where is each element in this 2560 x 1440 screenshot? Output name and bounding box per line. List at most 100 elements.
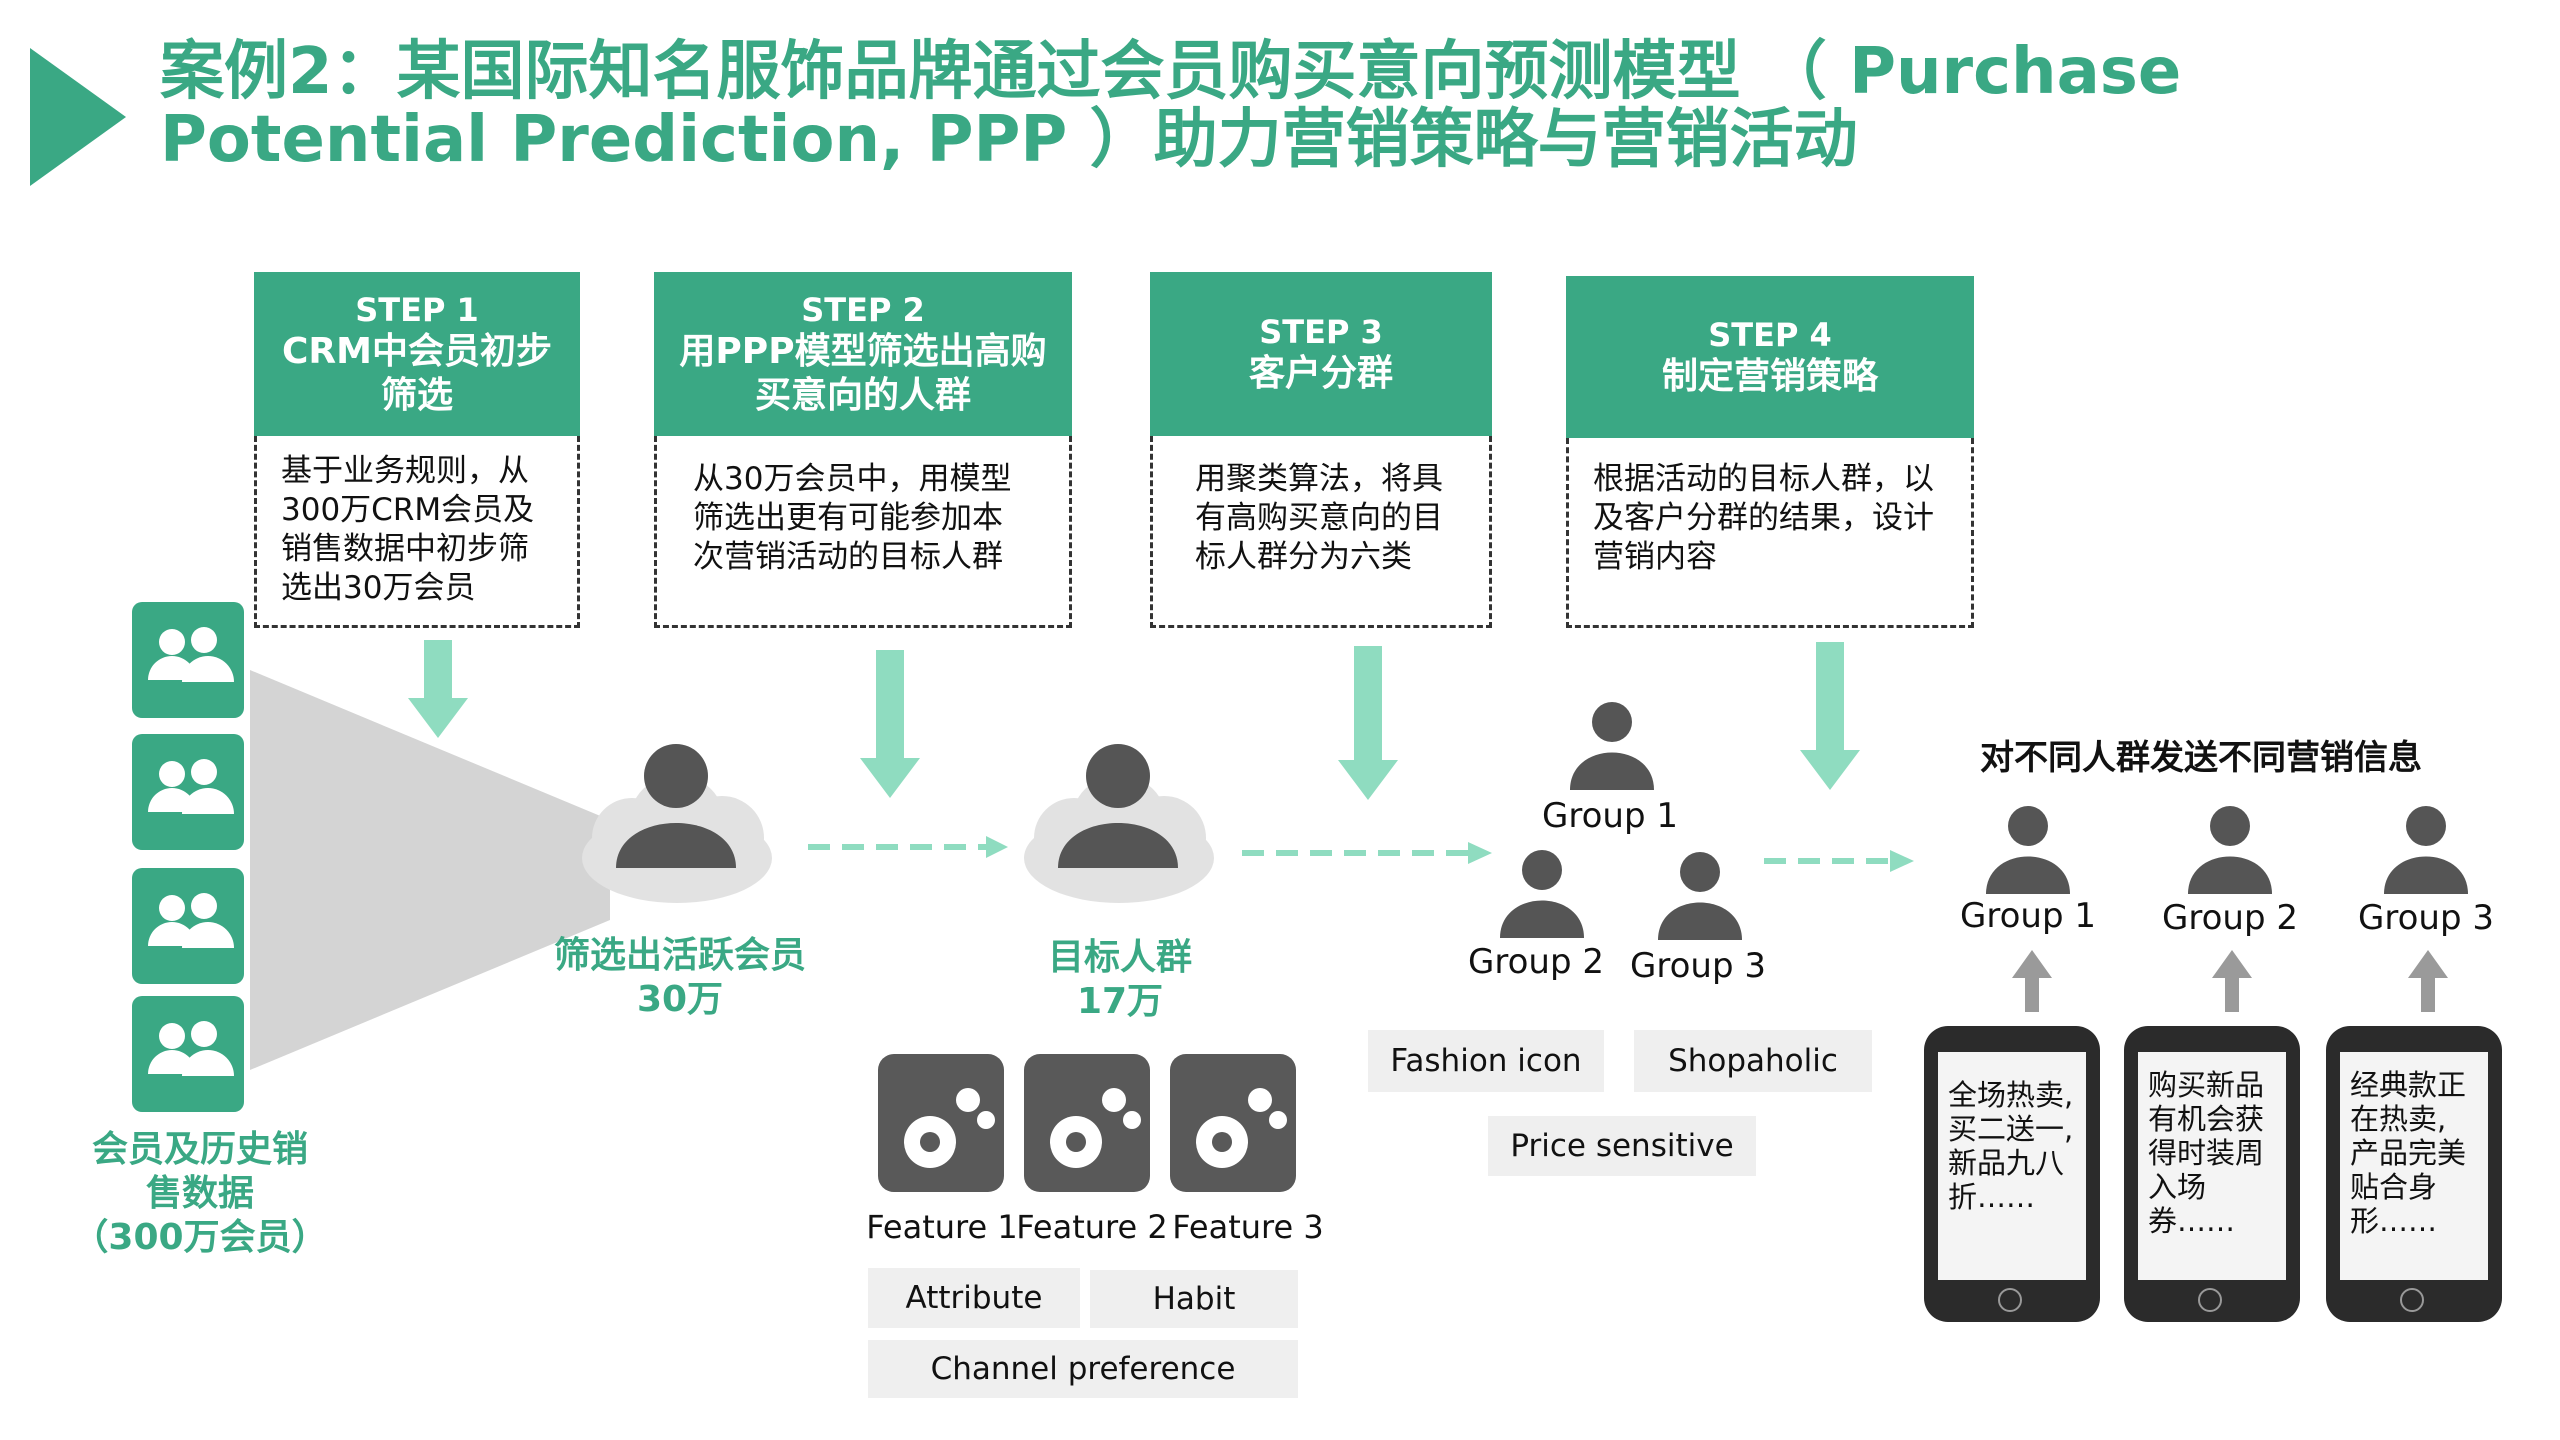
feature-gear-icon (878, 1054, 1004, 1192)
group-label: Group 1 (1542, 796, 1678, 836)
dashed-arrow-right-icon (1242, 842, 1492, 864)
arrow-down-icon (1338, 646, 1398, 800)
group-label: Group 3 (1630, 946, 1766, 986)
phone-message-text: 购买新品 有机会获 得时装周 入场 券…… (2148, 1068, 2278, 1238)
send-group-label: Group 1 (1960, 896, 2096, 936)
arrow-down-icon (1800, 642, 1860, 790)
page-title: 案例2：某国际知名服饰品牌通过会员购买意向预测模型 （ Purchase Pot… (160, 38, 2460, 174)
step-3-desc-line: 有高购买意向的目 (1195, 500, 1443, 536)
message-line: 形…… (2350, 1204, 2438, 1238)
group-person-icon (1500, 850, 1584, 938)
feature-gear-icon (1170, 1054, 1296, 1192)
step-4-desc-line: 根据活动的目标人群，以 (1593, 461, 1934, 497)
step-4-label: STEP 4 (1708, 316, 1832, 354)
title-triangle-icon (30, 48, 126, 186)
step-2-title-line1: 用PPP模型筛选出高购 (679, 331, 1047, 372)
group-tag-shopaholic: Shopaholic (1634, 1030, 1872, 1092)
phone-message-3: 经典款正 在热卖, 产品完美 贴合身 形…… (2326, 1026, 2502, 1322)
message-line: 贴合身 (2350, 1170, 2438, 1204)
arrow-up-icon (2012, 950, 2052, 1012)
target-group-label: 目标人群 17万 (960, 936, 1280, 1024)
feature-label: Feature 3 (1172, 1208, 1324, 1246)
feature-label: Feature 1 (866, 1208, 1018, 1246)
message-line: 购买新品 (2148, 1068, 2265, 1102)
step-4-desc-line: 及客户分群的结果，设计 (1593, 500, 1934, 536)
send-group-person-icon (2384, 806, 2468, 894)
message-line: 券…… (2148, 1204, 2236, 1238)
step-2-header: STEP 2 用PPP模型筛选出高购 买意向的人群 (654, 272, 1072, 436)
phone-message-text: 全场热卖, 买二送一, 新品九八 折…… (1948, 1078, 2078, 1214)
send-group-person-icon (2188, 806, 2272, 894)
title-line-2: Potential Prediction, PPP ）助力营销策略与营销活动 (160, 103, 1858, 177)
dashed-arrow-right-icon (1764, 850, 1914, 872)
phone-message-1: 全场热卖, 买二送一, 新品九八 折…… (1924, 1026, 2100, 1322)
message-line: 入场 (2148, 1170, 2207, 1204)
feature-tag-channel-preference: Channel preference (868, 1340, 1298, 1398)
members-label-line: 会员及历史销 (91, 1129, 308, 1170)
arrow-down-icon (408, 640, 468, 738)
feature-tag-attribute: Attribute (868, 1268, 1080, 1328)
message-line: 折…… (1948, 1180, 2036, 1214)
step-1-desc-line: 销售数据中初步筛 (281, 531, 529, 567)
group-tag-fashion-icon: Fashion icon (1368, 1030, 1604, 1092)
target-group-label-line: 目标人群 (1047, 937, 1192, 978)
step-3-title-line1: 客户分群 (1248, 353, 1393, 394)
message-line: 买二送一, (1948, 1112, 2074, 1146)
members-label-line: （300万会员） (72, 1217, 328, 1258)
member-group-icon (132, 996, 244, 1112)
message-line: 全场热卖, (1948, 1078, 2074, 1112)
arrow-up-icon (2212, 950, 2252, 1012)
message-line: 产品完美 (2350, 1136, 2467, 1170)
dashed-arrow-right-icon (808, 836, 1008, 858)
step-1-desc-line: 选出30万会员 (281, 570, 476, 606)
feature-tag-habit: Habit (1090, 1270, 1298, 1328)
member-group-icon (132, 734, 244, 850)
active-members-label: 筛选出活跃会员 30万 (520, 934, 840, 1022)
title-line-1: 案例2：某国际知名服饰品牌通过会员购买意向预测模型 （ Purchase (160, 35, 2182, 109)
message-line: 经典款正 (2350, 1068, 2467, 1102)
step-1-desc-line: 基于业务规则，从 (281, 453, 529, 489)
step-3-header: STEP 3 客户分群 (1150, 272, 1492, 436)
group-person-icon (1658, 852, 1742, 940)
step-2-desc-line: 从30万会员中，用模型 (693, 461, 1012, 497)
step-2-title-line2: 买意向的人群 (754, 375, 971, 416)
active-members-label-line: 30万 (636, 979, 724, 1020)
members-label: 会员及历史销 售数据 （300万会员） (60, 1128, 340, 1260)
step-1-desc-line: 300万CRM会员及 (281, 492, 535, 528)
phone-screen: 全场热卖, 买二送一, 新品九八 折…… (1938, 1052, 2086, 1280)
phone-message-text: 经典款正 在热卖, 产品完美 贴合身 形…… (2350, 1068, 2480, 1238)
send-group-label: Group 3 (2358, 898, 2494, 938)
phone-screen: 购买新品 有机会获 得时装周 入场 券…… (2138, 1052, 2286, 1280)
member-group-icon (132, 868, 244, 984)
step-4-desc-line: 营销内容 (1593, 539, 1717, 575)
send-group-person-icon (1986, 806, 2070, 894)
step-4-description: 根据活动的目标人群，以 及客户分群的结果，设计 营销内容 (1566, 438, 1974, 628)
phone-home-button-icon (2198, 1288, 2222, 1312)
step-3-label: STEP 3 (1259, 313, 1383, 351)
target-group-label-line: 17万 (1076, 981, 1164, 1022)
step-1-header: STEP 1 CRM中会员初步 筛选 (254, 272, 580, 436)
phone-screen: 经典款正 在热卖, 产品完美 贴合身 形…… (2340, 1052, 2488, 1280)
step-3-desc-line: 标人群分为六类 (1195, 539, 1412, 575)
step-1-label: STEP 1 (355, 291, 479, 329)
group-person-icon (1570, 702, 1654, 790)
phone-message-2: 购买新品 有机会获 得时装周 入场 券…… (2124, 1026, 2300, 1322)
arrow-down-icon (860, 650, 920, 798)
feature-gear-icon (1024, 1054, 1150, 1192)
group-label: Group 2 (1468, 942, 1604, 982)
phone-home-button-icon (2400, 1288, 2424, 1312)
step-2-desc-line: 次营销活动的目标人群 (693, 539, 1003, 575)
step-1-description: 基于业务规则，从 300万CRM会员及 销售数据中初步筛 选出30万会员 (254, 436, 580, 628)
step-2-description: 从30万会员中，用模型 筛选出更有可能参加本 次营销活动的目标人群 (654, 436, 1072, 628)
send-messages-title: 对不同人群发送不同营销信息 (1980, 738, 2422, 778)
step-2-label: STEP 2 (801, 291, 925, 329)
message-line: 在热卖, (2350, 1102, 2447, 1136)
send-group-label: Group 2 (2162, 898, 2298, 938)
active-members-label-line: 筛选出活跃会员 (553, 935, 806, 976)
message-line: 新品九八 (1948, 1146, 2065, 1180)
step-3-desc-line: 用聚类算法，将具 (1195, 461, 1443, 497)
group-tag-price-sensitive: Price sensitive (1488, 1116, 1756, 1176)
step-4-title-line1: 制定营销策略 (1661, 356, 1878, 397)
arrow-up-icon (2408, 950, 2448, 1012)
member-group-icon (132, 602, 244, 718)
